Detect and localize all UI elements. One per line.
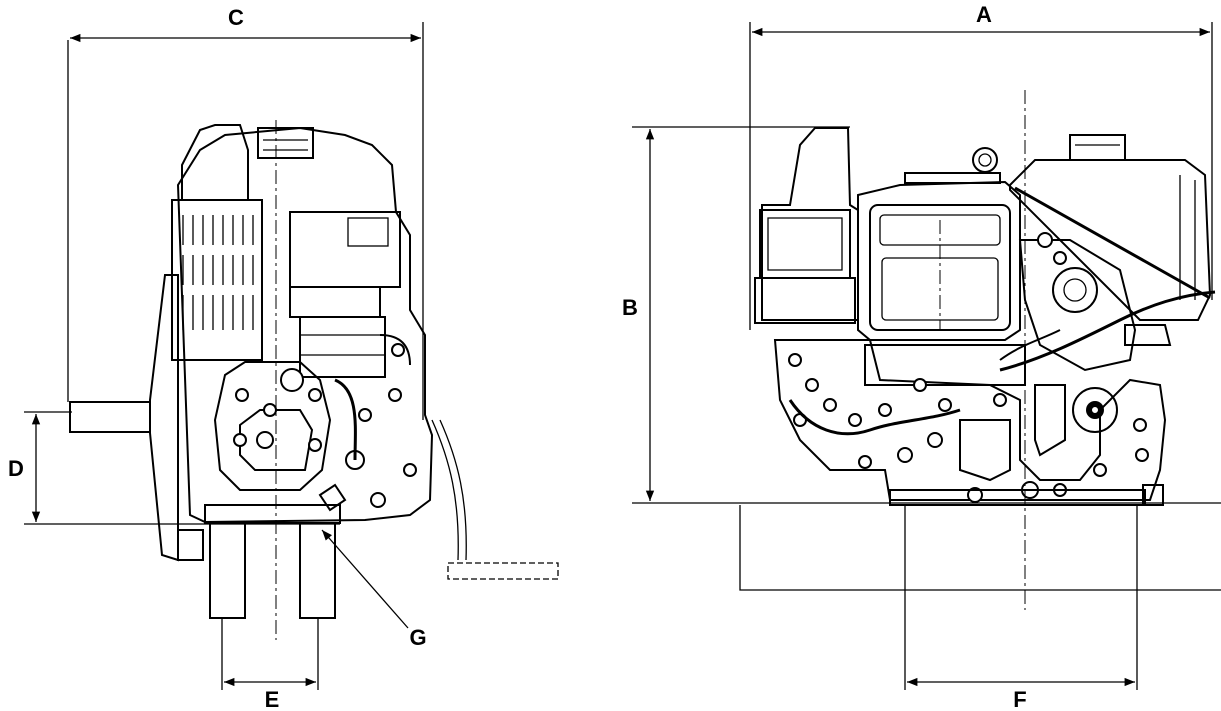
air-cleaner-slots xyxy=(182,215,254,330)
side-view-dimensions xyxy=(632,22,1221,690)
front-view-dimensions xyxy=(24,22,424,690)
label-c: C xyxy=(228,5,244,30)
label-f: F xyxy=(1013,687,1026,711)
label-b: B xyxy=(622,295,638,320)
label-d: D xyxy=(8,456,24,481)
label-a: A xyxy=(976,2,992,27)
label-e: E xyxy=(265,687,280,711)
label-g: G xyxy=(409,625,426,650)
side-view-engine xyxy=(754,127,1216,506)
front-view-engine xyxy=(69,124,559,619)
